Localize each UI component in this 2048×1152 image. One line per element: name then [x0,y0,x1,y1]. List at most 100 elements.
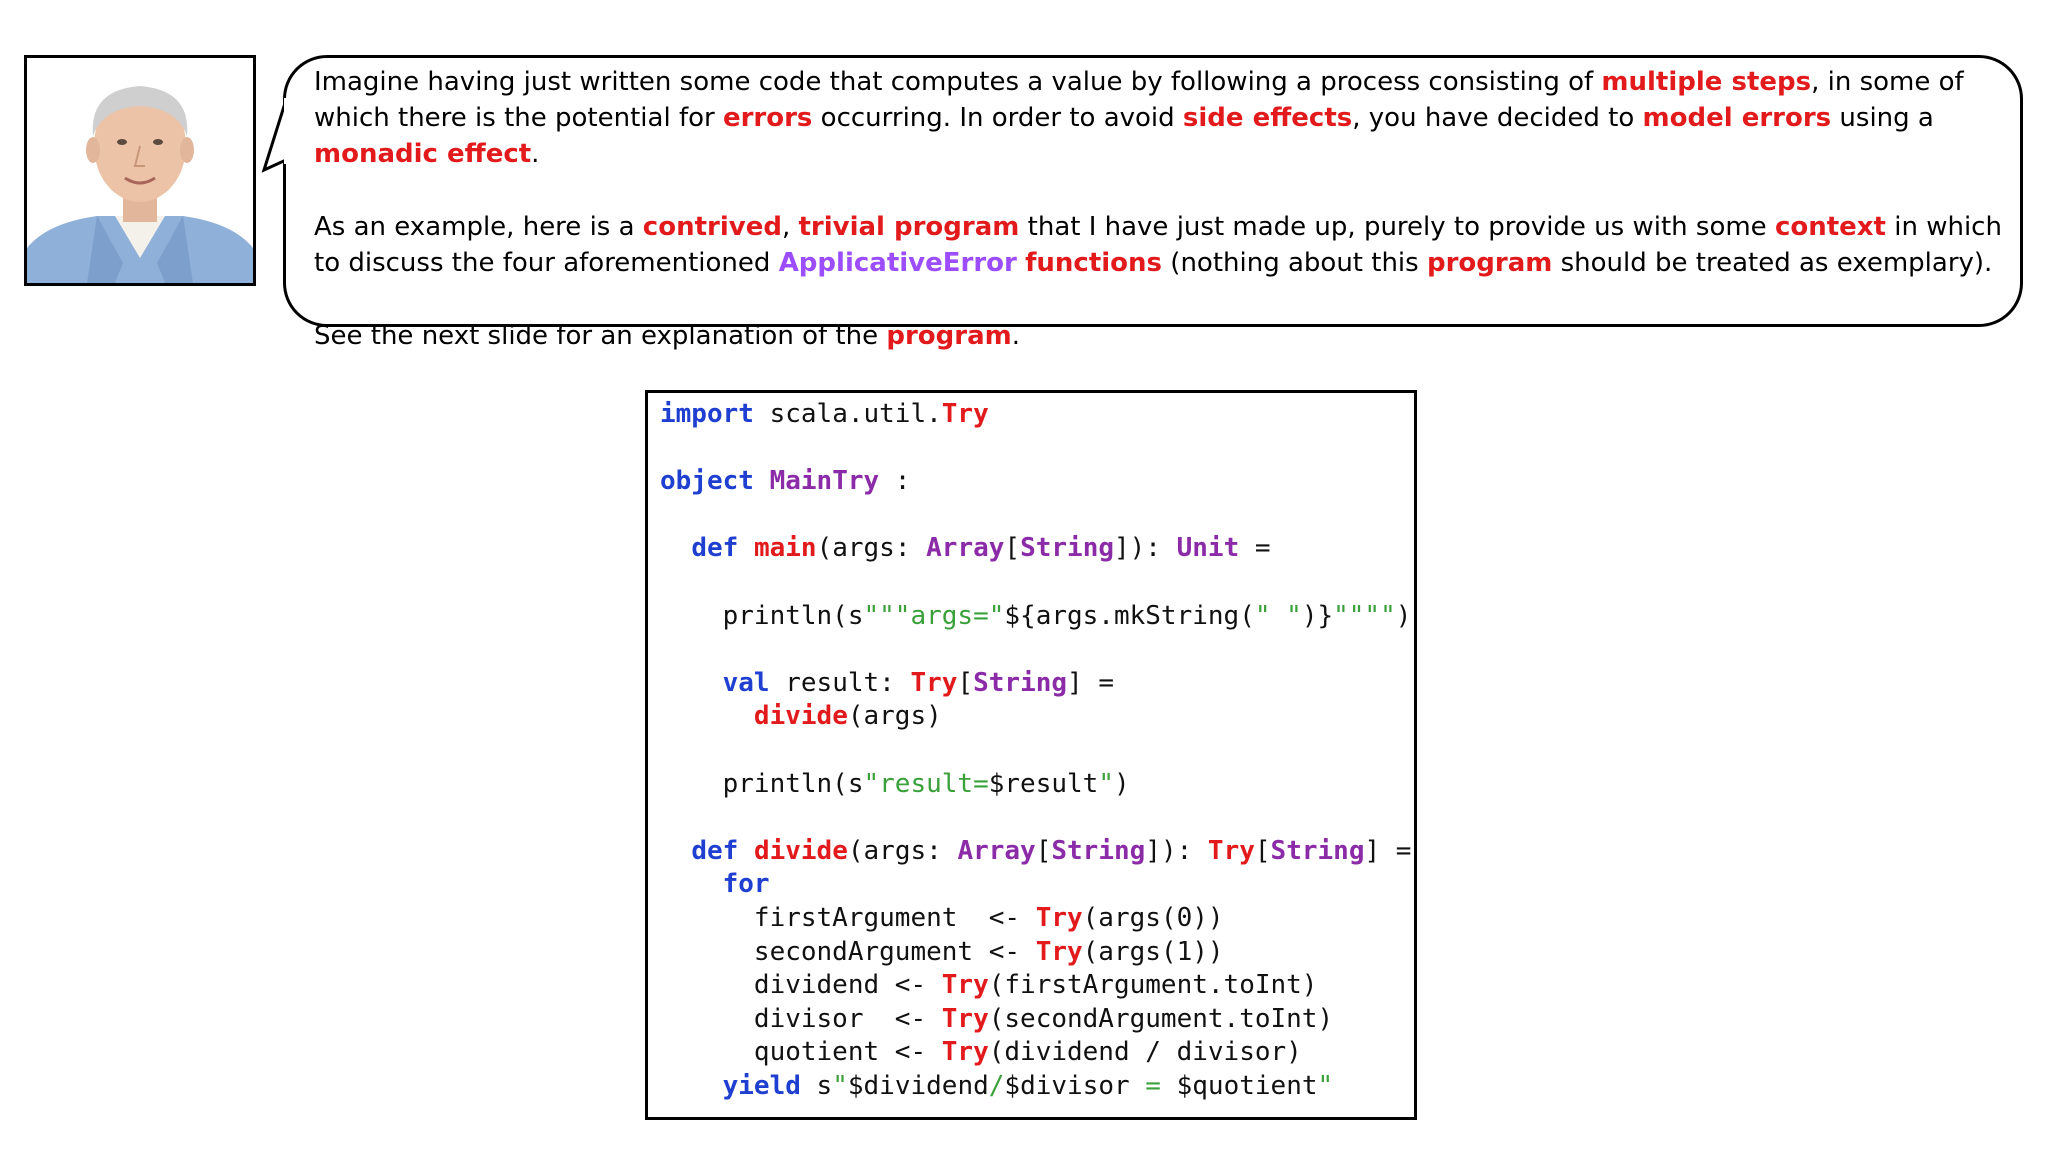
bubble-highlight-term: functions [1025,248,1163,278]
code-line: object MainTry : [660,465,1411,499]
code-line: quotient <- Try(dividend / divisor) [660,1036,1411,1070]
code-token: Try [1035,936,1083,967]
code-line: divide(args) [660,700,1411,734]
code-line: secondArgument <- Try(args(1)) [660,936,1411,970]
code-line [660,734,1411,768]
code-line: firstArgument <- Try(args(0)) [660,902,1411,936]
code-token: """args=" [863,600,1005,631]
code-token: " [1317,1070,1334,1101]
code-token: s [800,1070,833,1101]
code-line: def divide(args: Array[String]): Try[Str… [660,835,1411,869]
bubble-text-segment: using a [1831,103,1934,133]
code-token: / [988,1070,1005,1101]
code-token: MainTry [769,466,880,497]
code-token: "result= [863,768,989,799]
code-panel [645,390,1417,1120]
code-token: Try [910,667,958,698]
bubble-highlight-term: program [1426,248,1553,278]
code-token: [ [1035,835,1052,866]
code-token [754,466,770,496]
code-token: ] = [1067,667,1114,698]
bubble-highlight-term: model errors [1642,103,1832,133]
code-token: " [832,1070,848,1101]
code-token: ] = [1364,835,1412,866]
bubble-text-segment: , you have decided to [1352,103,1643,133]
bubble-text-segment: should be treated as exemplary). [1552,248,1993,278]
bubble-text-segment: See the next slide for an explanation of… [314,321,887,351]
bubble-text-segment: As an example, here is a [314,212,643,242]
code-token: divide [753,701,848,732]
code-line [660,499,1411,533]
code-line: import scala.util.Try [660,398,1411,432]
code-token: for [722,869,770,900]
code-line [660,633,1411,667]
code-token: scala.util. [753,399,942,429]
code-token: [ [1254,835,1271,866]
code-line [660,801,1411,835]
code-token [660,668,723,698]
code-line: divisor <- Try(secondArgument.toInt) [660,1003,1411,1037]
code-token: (dividend / divisor) [988,1037,1302,1068]
bubble-text-segment: occurring. In order to avoid [812,103,1183,133]
code-token: import [660,399,754,429]
code-token: Try [941,1003,989,1034]
bubble-text-segment: (nothing about this [1162,248,1427,278]
code-token: Try [1035,902,1083,933]
code-token: Array [926,533,1005,564]
code-token: = [1239,533,1271,564]
bubble-text-segment: , [781,212,799,242]
code-token: " " [1254,600,1302,631]
code-token: ]): [1114,533,1177,564]
bubble-highlight-term: context [1774,212,1886,242]
code-token [660,869,723,899]
code-token: ) [1113,768,1130,799]
code-token: [ [957,667,974,698]
bubble-paragraph-1: Imagine having just written some code th… [314,64,2004,172]
bubble-highlight-term: trivial program [798,212,1020,242]
code-token: (firstArgument.toInt) [988,970,1318,1001]
code-line: def main(args: Array[String]): Unit = [660,532,1411,566]
code-token: def [691,835,739,866]
speaker-portrait-icon [27,58,253,283]
speech-bubble [283,55,2023,327]
bubble-text-segment: that I have just made up, purely to prov… [1019,212,1775,242]
code-token: = [1129,1070,1177,1101]
code-token: println(s [660,768,864,799]
bubble-highlight-term: program [886,321,1012,351]
code-token: ]): [1145,835,1208,866]
code-token: secondArgument <- [660,936,1036,967]
code-token: result: [769,667,911,698]
bubble-highlight-term: errors [722,103,813,133]
code-token: String [973,667,1068,698]
code-line: val result: Try[String] = [660,667,1411,701]
bubble-text-segment: . [1011,321,1020,351]
code-token: val [722,667,770,698]
code-token: (secondArgument.toInt) [988,1003,1334,1034]
code-token: (args: [847,835,958,866]
code-token: main [753,533,817,564]
bubble-highlight-term: ApplicativeError [778,248,1017,278]
code-line: yield s"$dividend/$divisor = $quotient" [660,1070,1411,1104]
code-token: divide [753,835,848,866]
bubble-text-segment [1017,248,1025,278]
code-line [660,432,1411,466]
code-token: String [1270,835,1365,866]
code-token: divisor <- [660,1003,942,1034]
code-token: Unit [1176,533,1240,564]
code-token: Try [941,1037,989,1068]
code-token: $result [988,768,1099,799]
code-token: Try [941,399,989,429]
code-token: (args: [816,533,927,564]
code-token: [ [1004,533,1021,564]
code-token: $quotient [1176,1070,1318,1101]
code-token: dividend <- [660,970,942,1001]
code-token: firstArgument <- [660,902,1036,933]
code-token: Try [1207,835,1255,866]
code-line: println(s"""args="${args.mkString(" ")}"… [660,600,1412,634]
code-token: String [1020,533,1114,564]
bubble-text-segment: , in some of which there is the potentia… [314,67,1964,133]
code-token: println(s [660,600,864,631]
speech-bubble-text: Imagine having just written some code th… [314,64,2004,354]
bubble-text-segment: in which to discuss the four aforementio… [314,212,2002,278]
